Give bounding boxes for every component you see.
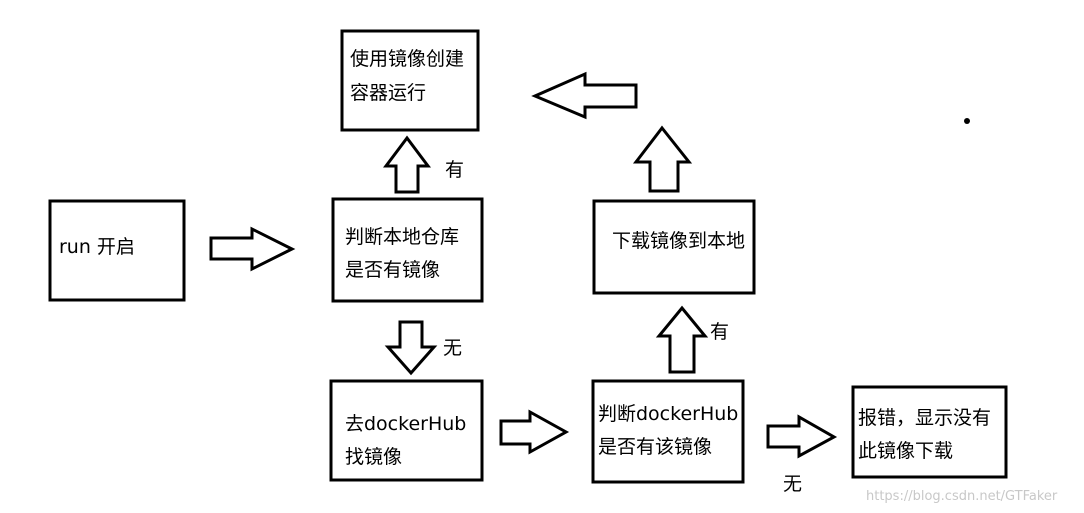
arrow-run-to-check-local [209,226,296,272]
edge-label-local-yes: 有 [445,159,464,181]
node-go-dockerhub-line-2: 找镜像 [345,446,402,468]
stray-dot [964,118,970,124]
node-check-dockerhub-line-2: 是否有该镜像 [598,436,712,458]
node-check-local-line-2: 是否有镜像 [345,259,440,281]
node-download-local-line-1: 下载镜像到本地 [612,230,745,252]
arrow-go-to-check-dockerhub [499,409,570,455]
node-check-dockerhub: 判断dockerHub 是否有该镜像 [591,379,745,484]
arrow-check-dockerhub-to-error [766,414,838,459]
node-check-dockerhub-line-1: 判断dockerHub [598,403,738,425]
node-download-local: 下载镜像到本地 [592,199,756,295]
node-error-line-2: 此镜像下载 [858,440,953,462]
arrow-check-local-to-dockerhub [384,320,438,376]
node-go-dockerhub: 去dockerHub 找镜像 [329,379,484,482]
arrow-check-local-to-create [383,135,431,194]
node-run-start: run 开启 [48,199,186,302]
node-check-local: 判断本地仓库 是否有镜像 [331,197,484,303]
arrow-check-dockerhub-to-download [655,305,709,374]
node-create-container: 使用镜像创建 容器运行 [340,29,480,132]
node-error: 报错，显示没有 此镜像下载 [851,385,1008,479]
node-error-line-1: 报错，显示没有 [858,407,991,429]
node-check-local-line-1: 判断本地仓库 [345,226,459,248]
node-run-start-line-1: run 开启 [59,236,135,258]
edge-label-hub-yes: 有 [710,321,729,343]
edge-label-hub-no: 无 [783,473,802,495]
arrow-download-up [632,125,693,193]
watermark-text: https://blog.csdn.net/GTFaker [866,489,1058,504]
node-create-container-line-2: 容器运行 [350,82,426,104]
arrow-to-create-container [531,71,638,120]
edge-label-local-no: 无 [443,337,462,359]
node-go-dockerhub-line-1: 去dockerHub [345,413,466,435]
node-create-container-line-1: 使用镜像创建 [350,48,464,70]
